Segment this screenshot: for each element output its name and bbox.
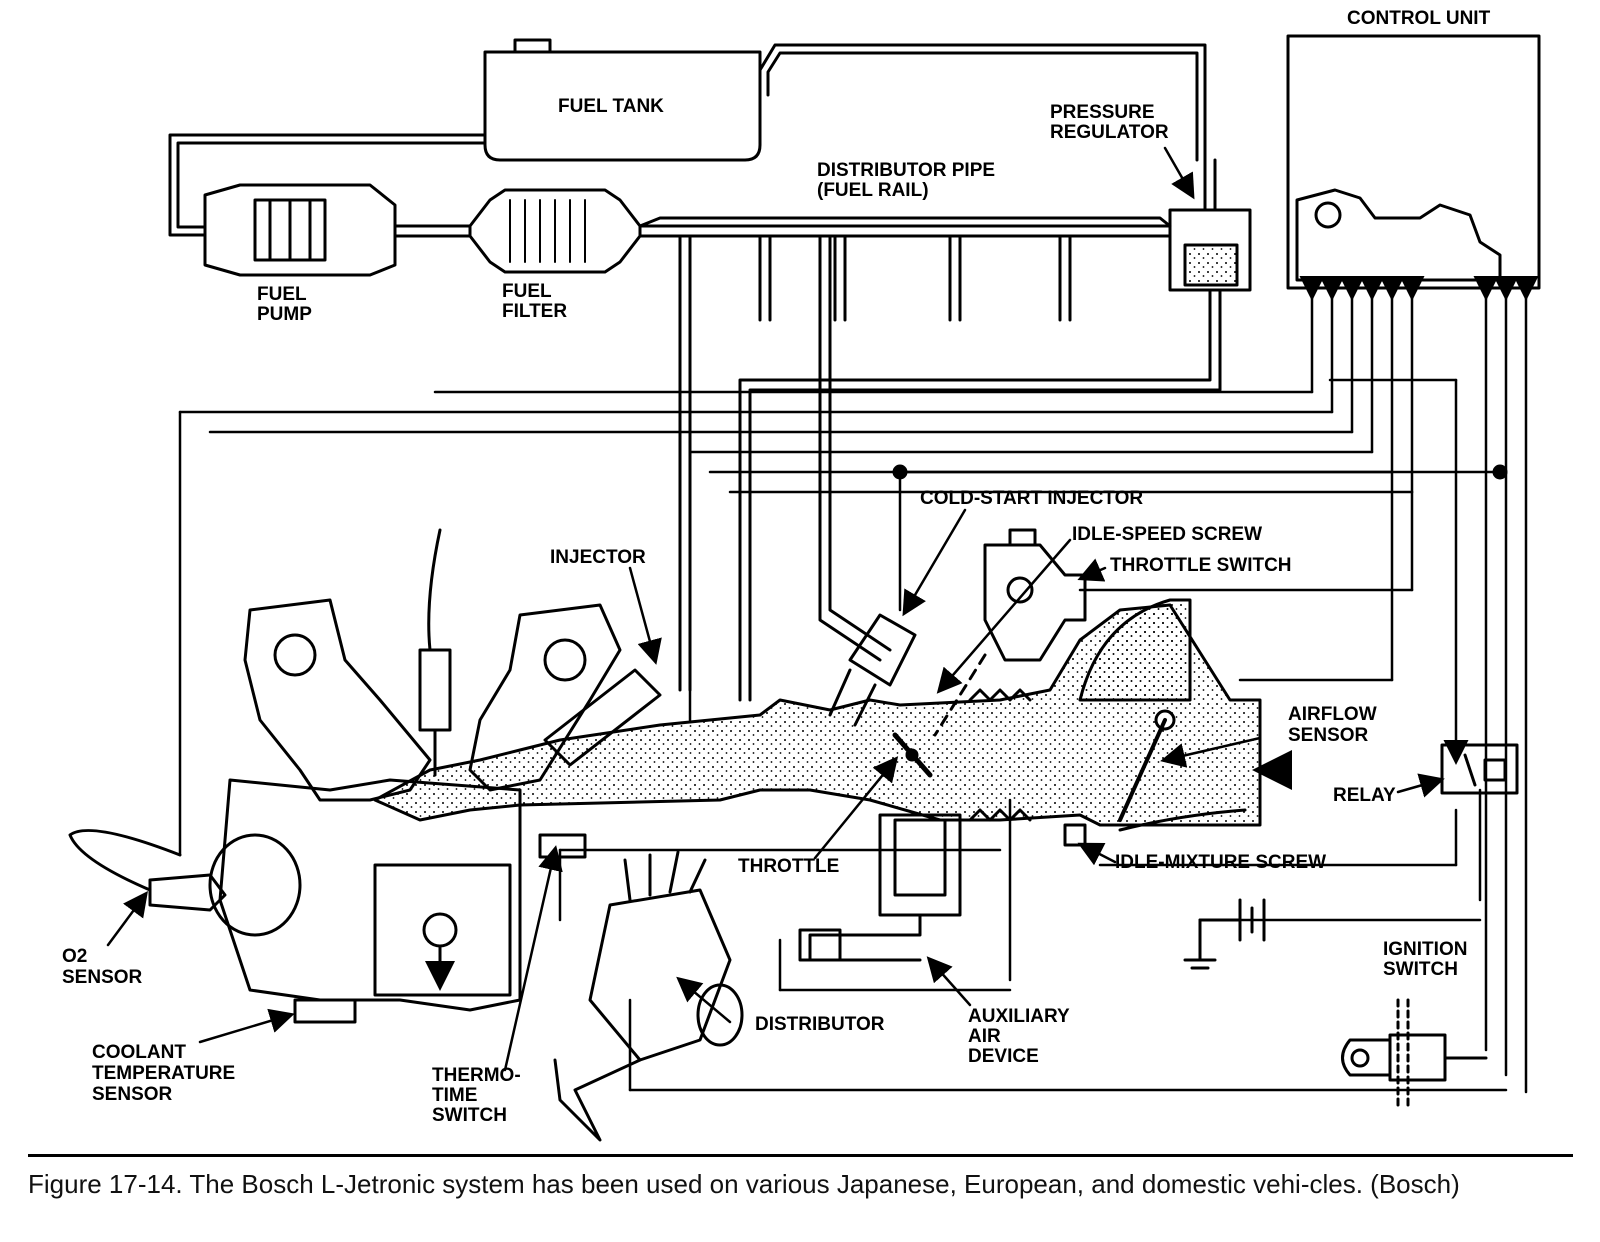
spark-plug — [418, 528, 452, 777]
battery — [1183, 898, 1266, 970]
label-coolant-temperature-sensor-1: COOLANT — [92, 1042, 186, 1063]
piston — [373, 863, 512, 997]
label-o2-sensor-2: SENSOR — [62, 967, 143, 988]
engine-cylinder-head-left — [243, 598, 432, 802]
label-distributor: DISTRIBUTOR — [755, 1014, 885, 1035]
piston-pin — [422, 912, 458, 948]
bellows — [968, 688, 1032, 702]
idle-mixture-screw — [1063, 823, 1087, 847]
label-fuel-pump-1: FUEL — [257, 284, 307, 305]
label-throttle-switch: THROTTLE SWITCH — [1110, 555, 1292, 576]
label-coolant-temperature-sensor-2: TEMPERATURE — [92, 1063, 235, 1084]
fuel-injector — [543, 668, 662, 767]
label-distributor-pipe-1: DISTRIBUTOR PIPE — [817, 160, 995, 181]
label-airflow-sensor-2: SENSOR — [1288, 725, 1369, 746]
label-thermo-time-switch-3: SWITCH — [432, 1105, 507, 1126]
label-auxiliary-air-device-1: AUXILIARY — [968, 1006, 1070, 1027]
label-auxiliary-air-device-2: AIR — [968, 1026, 1001, 1047]
figure-caption: Figure 17-14. The Bosch L-Jetronic syste… — [28, 1169, 1460, 1199]
injector-feed-line — [678, 234, 692, 692]
coolant-temperature-sensor — [293, 998, 357, 1024]
label-thermo-time-switch-1: THERMO- — [432, 1065, 521, 1086]
fuel-feed-line — [168, 133, 487, 237]
fuel-rail — [638, 224, 1172, 238]
relay — [1440, 743, 1519, 795]
junction-dot — [1492, 464, 1508, 480]
fuel-tank-cap — [513, 38, 552, 54]
label-ignition-switch-1: IGNITION — [1383, 939, 1467, 960]
label-ignition-switch-2: SWITCH — [1383, 959, 1458, 980]
caption-divider — [28, 1154, 1573, 1157]
auxiliary-air-device — [878, 813, 962, 917]
label-distributor-pipe-2: (FUEL RAIL) — [817, 180, 929, 201]
label-fuel-pump-2: PUMP — [257, 304, 312, 325]
fuel-return-line — [758, 43, 1207, 162]
label-fuel-filter-1: FUEL — [502, 281, 552, 302]
control-unit-wiring — [178, 276, 1539, 1094]
fuel-pump — [203, 183, 397, 277]
l-jetronic-diagram: CONTROL UNIT FUEL TANK PRESSURE REGULATO… — [62, 8, 1541, 1142]
label-relay: RELAY — [1333, 785, 1396, 806]
control-unit-component — [1314, 201, 1342, 229]
label-idle-speed-screw: IDLE-SPEED SCREW — [1072, 524, 1262, 545]
engine-block — [218, 778, 522, 1012]
junction-dot — [892, 464, 908, 480]
label-thermo-time-switch-2: TIME — [432, 1085, 477, 1106]
label-fuel-tank: FUEL TANK — [558, 96, 664, 117]
label-throttle: THROTTLE — [738, 856, 839, 877]
label-injector: INJECTOR — [550, 547, 646, 568]
label-pressure-regulator-2: REGULATOR — [1050, 122, 1169, 143]
cold-start-injector — [848, 613, 917, 687]
label-coolant-temperature-sensor-3: SENSOR — [92, 1084, 173, 1105]
ignition-switch — [1341, 998, 1488, 1112]
thermo-time-switch — [538, 833, 587, 859]
airflow-sensor-housing — [1078, 598, 1192, 702]
o2-sensor — [68, 829, 302, 937]
label-idle-mixture-screw: IDLE-MIXTURE SCREW — [1115, 852, 1326, 873]
label-airflow-sensor-1: AIRFLOW — [1288, 704, 1377, 725]
ignition-distributor — [553, 850, 744, 1142]
control-unit-box — [1286, 34, 1541, 290]
label-auxiliary-air-device-3: DEVICE — [968, 1046, 1039, 1067]
label-cold-start-injector: COLD-START INJECTOR — [920, 488, 1143, 509]
label-fuel-filter-2: FILTER — [502, 301, 567, 322]
label-pressure-regulator-1: PRESSURE — [1050, 102, 1155, 123]
pressure-regulator — [1168, 208, 1252, 292]
throttle-switch — [983, 543, 1087, 662]
label-o2-sensor-1: O2 — [62, 946, 87, 967]
fuel-tank — [483, 50, 762, 162]
label-control-unit: CONTROL UNIT — [1347, 8, 1491, 29]
